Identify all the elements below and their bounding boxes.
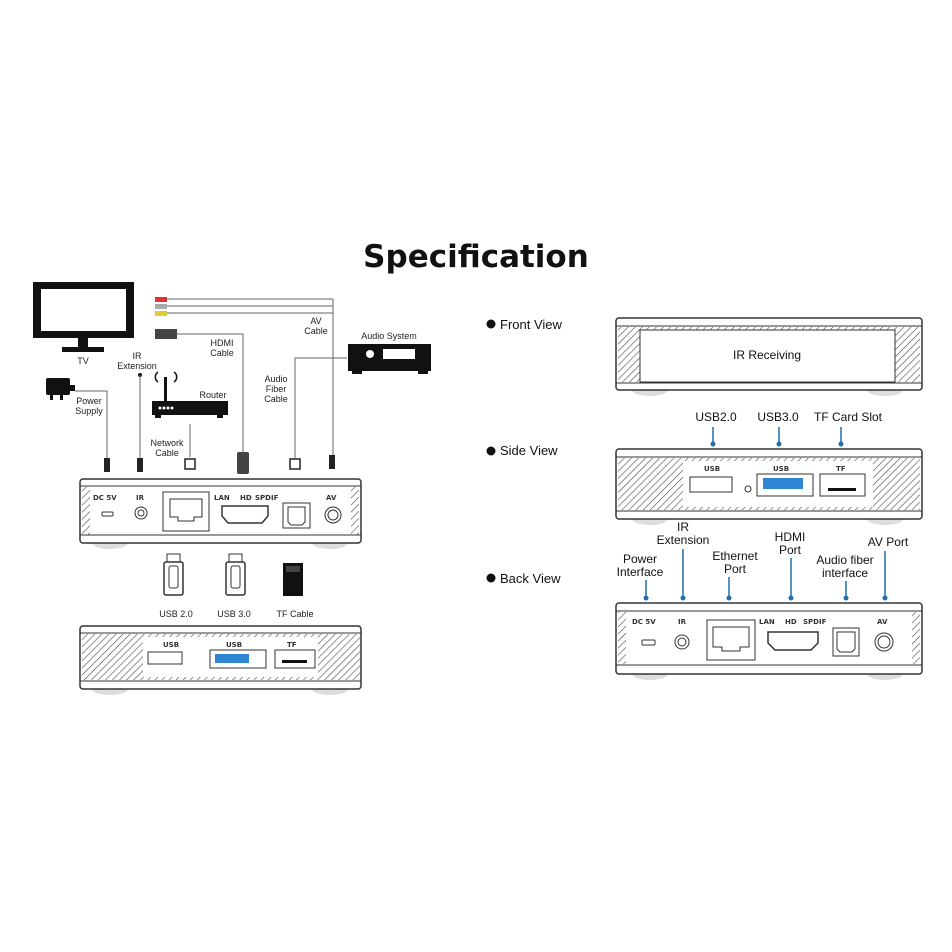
ethernet-callout-2: Port	[724, 562, 747, 576]
dc-label: DC 5V	[93, 494, 117, 502]
ethernet-callout-1: Ethernet	[712, 549, 758, 563]
usb-stick-3-icon	[225, 553, 246, 596]
device-side-view: USB USB TF	[615, 448, 923, 525]
hdmi-cable-label-1: HDMI	[211, 338, 234, 348]
av-port-callout: AV Port	[868, 535, 909, 549]
ir-extension-callout-1: IR	[677, 520, 689, 534]
side-tf-label: TF	[836, 465, 846, 473]
callout-lines	[712, 427, 842, 443]
back-av-label: AV	[877, 618, 888, 626]
usb20-callout: USB2.0	[695, 410, 737, 424]
spdif-label: SPDIF	[255, 494, 279, 502]
hdmi-callout-2: Port	[779, 543, 802, 557]
tf-card-icon	[283, 563, 303, 596]
fiber-label-2: Fiber	[266, 384, 287, 394]
device-back-view: DC 5V IR LAN HD SPDIF AV	[615, 602, 923, 680]
network-connector-icon	[184, 458, 196, 470]
router-label: Router	[199, 390, 226, 400]
ir-ext-label-1: IR	[133, 351, 143, 361]
front-view-label: Front View	[500, 317, 563, 332]
ir-label: IR	[136, 494, 145, 502]
hdmi-callout-1: HDMI	[775, 530, 806, 544]
audio-system-icon	[348, 344, 431, 374]
side-usb3-label: USB	[773, 465, 789, 473]
back-hd-label: HD	[785, 618, 797, 626]
hd-label: HD	[240, 494, 252, 502]
usb30-callout: USB3.0	[757, 410, 799, 424]
back-ir-label: IR	[678, 618, 687, 626]
power-interface-callout-1: Power	[623, 552, 657, 566]
bullet-icon	[486, 319, 496, 329]
power-interface-callout-2: Interface	[617, 565, 664, 579]
device-front-view	[615, 317, 923, 396]
usb3-port-label: USB	[226, 641, 242, 649]
fiber-label-3: Cable	[264, 394, 288, 404]
av-cable-label-2: Cable	[304, 326, 328, 336]
tf-slot-callout: TF Card Slot	[814, 410, 883, 424]
router-icon	[152, 371, 228, 418]
side-view-label: Side View	[500, 443, 558, 458]
network-cable-label-1: Network	[150, 438, 184, 448]
fiber-cable-line	[294, 357, 347, 458]
av-label: AV	[326, 494, 337, 502]
usb2-port-label: USB	[163, 641, 179, 649]
tv-label: TV	[77, 356, 89, 366]
back-lan-label: LAN	[759, 618, 775, 626]
usb-stick-2-icon	[163, 553, 184, 596]
side-usb2-label: USB	[704, 465, 720, 473]
power-supply-label-1: Power	[76, 396, 102, 406]
tf-cable-label: TF Cable	[276, 609, 313, 619]
hdmi-cable-label-2: Cable	[210, 348, 234, 358]
audio-system-label: Audio System	[361, 331, 417, 341]
callout-dots	[710, 441, 844, 447]
device-side-panel-left: USB USB TF	[79, 625, 362, 695]
back-spdif-label: SPDIF	[803, 618, 827, 626]
back-callout-dots	[643, 595, 888, 601]
usb20-label: USB 2.0	[159, 609, 193, 619]
back-callout-lines	[645, 549, 886, 597]
av-cable-label-1: AV	[310, 316, 321, 326]
fiber-connector-icon	[289, 458, 301, 470]
network-cable-label-2: Cable	[155, 448, 179, 458]
hdmi-cable-icon	[155, 329, 249, 474]
fiber-callout-2: interface	[822, 566, 868, 580]
usb30-label: USB 3.0	[217, 609, 251, 619]
tv-icon	[33, 282, 134, 352]
bullet-icon	[486, 446, 496, 456]
page-title: Specification	[363, 239, 589, 275]
back-view-label: Back View	[500, 571, 561, 586]
power-supply-label-2: Supply	[75, 406, 103, 416]
ir-extension-cable-icon	[137, 373, 143, 472]
ir-extension-callout-2: Extension	[657, 533, 710, 547]
back-dc-label: DC 5V	[632, 618, 656, 626]
lan-label: LAN	[214, 494, 230, 502]
av-cable-icon	[155, 297, 335, 469]
device-back-panel-left: DC 5V IR LAN HD SPDIF AV	[79, 478, 362, 549]
power-adapter-icon	[46, 378, 110, 472]
ir-receiving-label: IR Receiving	[733, 348, 801, 362]
fiber-callout-1: Audio fiber	[816, 553, 873, 567]
ir-ext-label-2: Extension	[117, 361, 157, 371]
fiber-label-1: Audio	[264, 374, 287, 384]
bullet-icon	[486, 573, 496, 583]
tf-port-label: TF	[287, 641, 297, 649]
